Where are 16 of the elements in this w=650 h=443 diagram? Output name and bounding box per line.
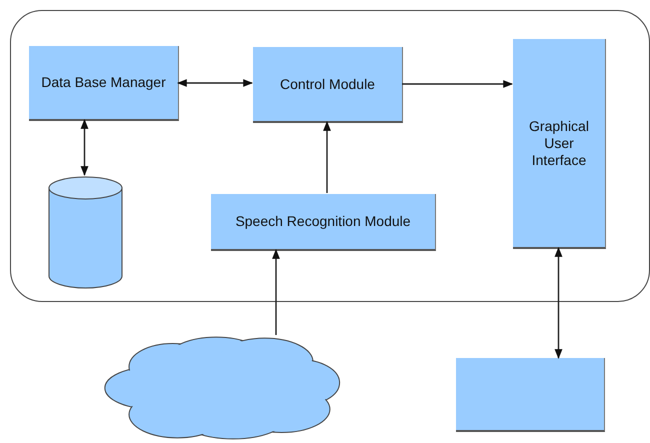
device-box	[456, 358, 605, 432]
box-label: Data Base Manager	[40, 74, 167, 91]
arrow	[177, 79, 253, 87]
module-box	[211, 194, 436, 251]
module-box	[513, 39, 606, 249]
module-box	[29, 46, 179, 121]
arrow	[80, 119, 88, 176]
box-label: Speech Recognition Module	[234, 213, 412, 230]
system-boundary	[10, 10, 650, 302]
box-label: Graphical User Interface	[528, 118, 590, 168]
arrow	[554, 247, 562, 359]
box-label: Control Module	[279, 76, 376, 92]
arrow	[272, 249, 280, 335]
module-box	[253, 47, 403, 123]
arrow	[402, 80, 513, 88]
arrow	[323, 121, 331, 193]
